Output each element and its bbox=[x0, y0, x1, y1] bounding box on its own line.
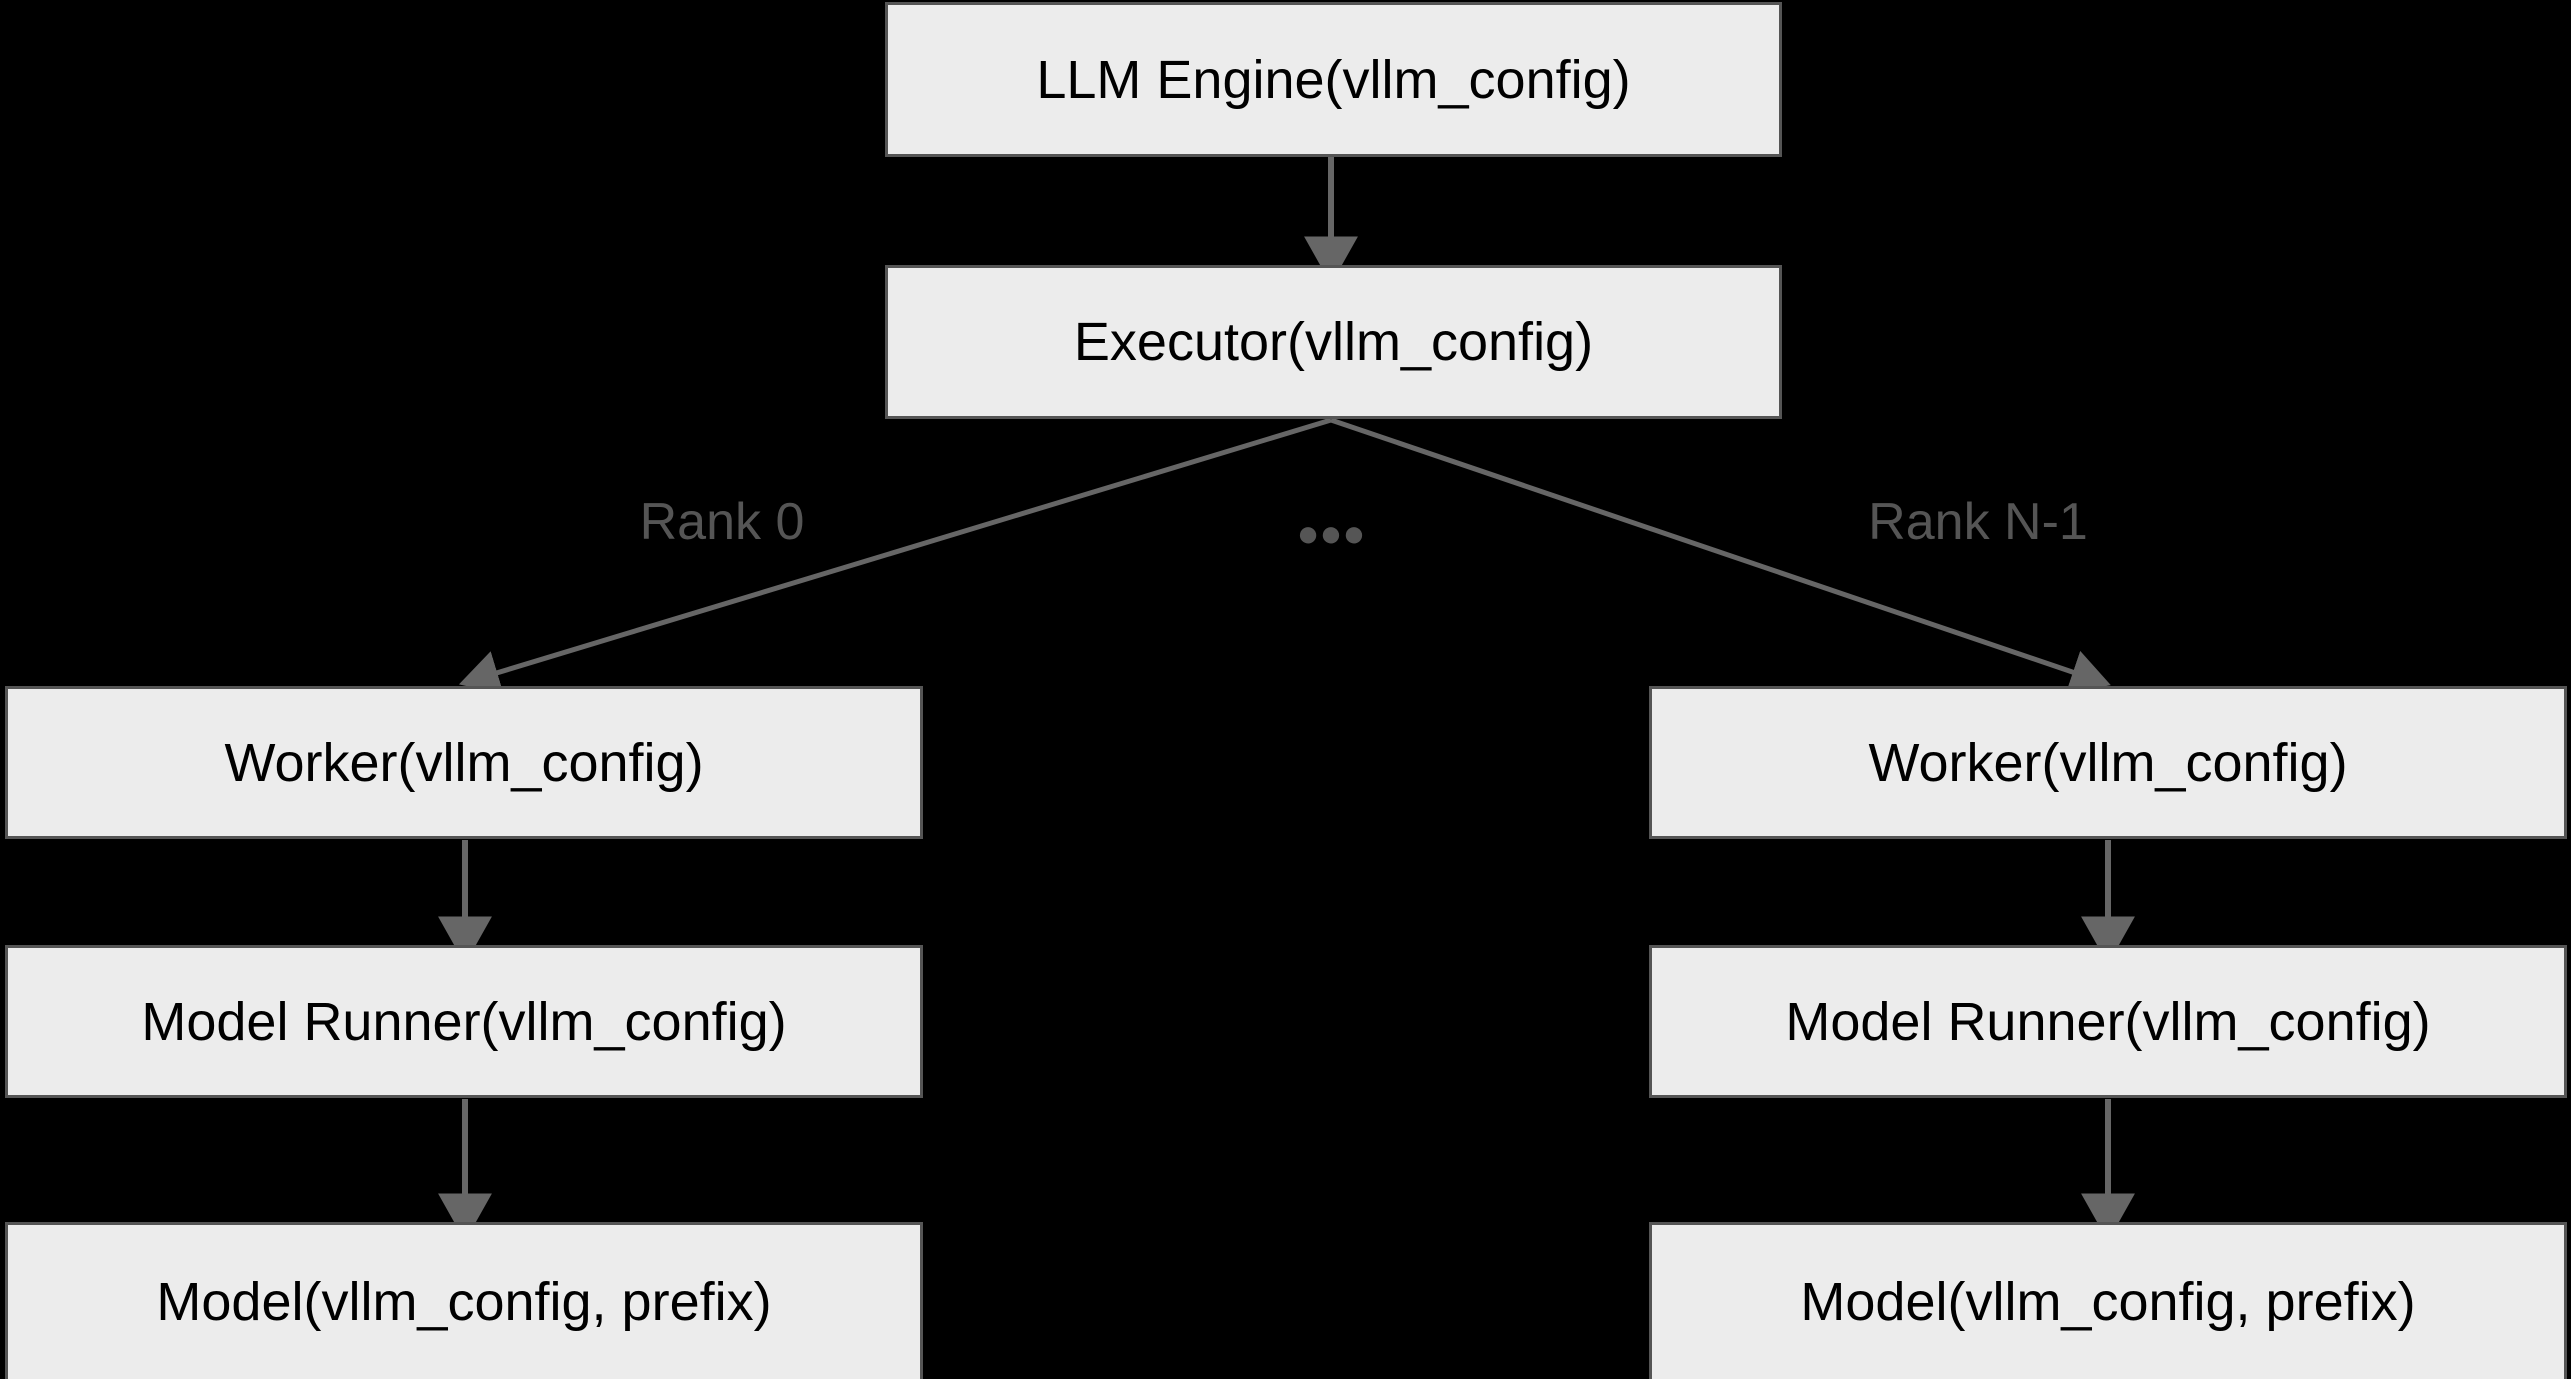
node-model-rank0[interactable]: Model(vllm_config, prefix) bbox=[5, 1222, 923, 1379]
node-executor-label: Executor(vllm_config) bbox=[1073, 312, 1594, 372]
node-model-rankn[interactable]: Model(vllm_config, prefix) bbox=[1649, 1222, 2567, 1379]
edge-label-rank-ellipsis: ●●● bbox=[1296, 513, 1366, 555]
node-model-runner-rankn[interactable]: Model Runner(vllm_config) bbox=[1649, 945, 2567, 1098]
node-worker-rankn-label: Worker(vllm_config) bbox=[1868, 732, 2348, 793]
node-worker-rank0[interactable]: Worker(vllm_config) bbox=[5, 686, 923, 839]
node-model-rankn-label: Model(vllm_config, prefix) bbox=[1800, 1272, 2416, 1332]
node-llm-engine[interactable]: LLM Engine(vllm_config) bbox=[885, 2, 1782, 157]
node-llm-engine-label: LLM Engine(vllm_config) bbox=[1036, 49, 1631, 110]
edge-label-rank-0: Rank 0 bbox=[639, 493, 805, 551]
node-model-runner-rank0[interactable]: Model Runner(vllm_config) bbox=[5, 945, 923, 1098]
node-model-rank0-label: Model(vllm_config, prefix) bbox=[156, 1272, 772, 1332]
node-model-runner-rank0-label: Model Runner(vllm_config) bbox=[141, 991, 787, 1052]
edge-label-rank-n-1: Rank N-1 bbox=[1868, 493, 2088, 551]
node-executor[interactable]: Executor(vllm_config) bbox=[885, 265, 1782, 419]
node-model-runner-rankn-label: Model Runner(vllm_config) bbox=[1785, 991, 2431, 1052]
node-worker-rankn[interactable]: Worker(vllm_config) bbox=[1649, 686, 2567, 839]
edge-executor-to-worker-rank0 bbox=[458, 417, 1332, 695]
node-worker-rank0-label: Worker(vllm_config) bbox=[224, 732, 704, 793]
